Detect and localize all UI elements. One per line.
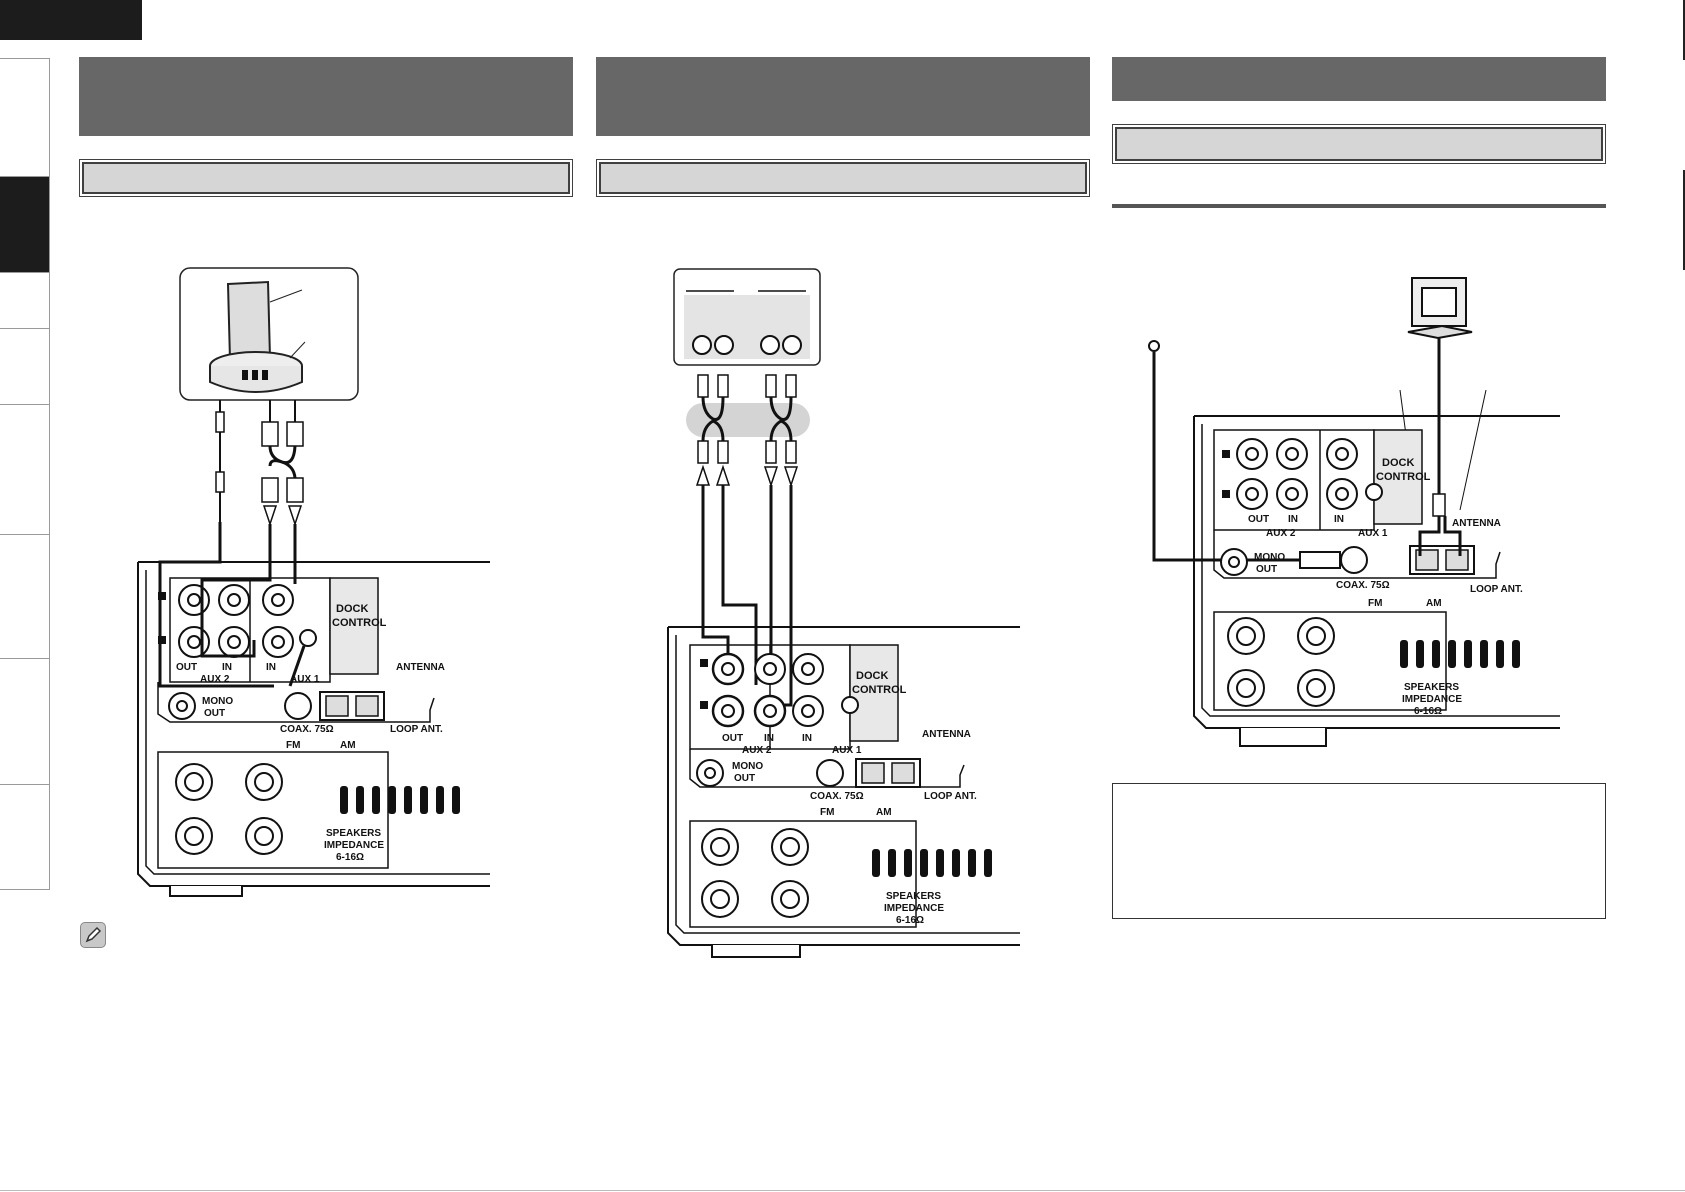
side-nav-tab-4[interactable]	[0, 329, 49, 405]
right-edge-tick-1	[1683, 0, 1685, 60]
column-3-subheader	[1112, 124, 1606, 164]
right-edge-tick-2	[1683, 170, 1685, 270]
receiver-rear-panel-2: OUT IN IN AUX 2 AUX 1 DOCK CONTROL ANTEN…	[667, 626, 1020, 958]
label-ohm-3: 6-16Ω	[1414, 706, 1442, 717]
ipod-dock-icon	[209, 280, 306, 393]
label-loopant-2: LOOP ANT.	[924, 791, 977, 802]
label-loopant-1: LOOP ANT.	[390, 724, 443, 735]
label-monoout-3: OUT	[1256, 564, 1277, 575]
side-nav-tab-8[interactable]	[0, 785, 49, 891]
label-dock-1: DOCK	[336, 603, 368, 615]
label-impedance-1: IMPEDANCE	[324, 840, 384, 851]
receiver-rear-panel-3: OUT IN IN AUX 2 AUX 1 DOCK CONTROL ANTEN…	[1193, 415, 1560, 747]
column-2-subheader	[596, 159, 1090, 197]
label-in-2a: IN	[764, 733, 774, 744]
figure-antenna-connection: OUT IN IN AUX 2 AUX 1 DOCK CONTROL ANTEN…	[1148, 277, 1560, 747]
label-in-3a: IN	[1288, 514, 1298, 525]
label-am-2: AM	[876, 807, 892, 818]
label-ohm-2: 6-16Ω	[896, 915, 924, 926]
label-impedance-3: IMPEDANCE	[1402, 694, 1462, 705]
figure-dock-connection: OUT IN IN AUX 2 AUX 1 DOCK CONTROL ANTEN…	[137, 267, 490, 897]
side-navigation	[0, 58, 50, 890]
column-2-header	[596, 57, 1090, 136]
label-impedance-2: IMPEDANCE	[884, 903, 944, 914]
pencil-icon	[80, 922, 106, 948]
fm-antenna-icon	[1148, 340, 1341, 569]
label-am-1: AM	[340, 740, 356, 751]
label-am-3: AM	[1426, 598, 1442, 609]
label-speakers-1: SPEAKERS	[326, 828, 381, 839]
label-control-3: CONTROL	[1376, 471, 1431, 483]
label-monoout-1: OUT	[204, 708, 225, 719]
column-1-subheader	[79, 159, 573, 197]
label-speakers-2: SPEAKERS	[886, 891, 941, 902]
figure-external-device-connection: OUT IN IN AUX 2 AUX 1 DOCK CONTROL ANTEN…	[667, 268, 1020, 958]
label-control-2: CONTROL	[852, 684, 907, 696]
side-nav-tab-6[interactable]	[0, 535, 49, 659]
label-in-1b: IN	[266, 662, 276, 673]
label-mono-2: MONO	[732, 761, 763, 772]
label-mono-3: MONO	[1254, 552, 1285, 563]
label-antenna-1: ANTENNA	[396, 662, 445, 673]
top-tab-marker	[0, 0, 142, 40]
label-coax-1: COAX. 75Ω	[280, 724, 334, 735]
label-loopant-3: LOOP ANT.	[1470, 584, 1523, 595]
label-out-3: OUT	[1248, 514, 1269, 525]
label-aux2-2: AUX 2	[742, 745, 772, 756]
label-aux2-1: AUX 2	[200, 674, 230, 685]
label-in-1a: IN	[222, 662, 232, 673]
column-1-header	[79, 57, 573, 136]
label-aux2-3: AUX 2	[1266, 528, 1296, 539]
side-nav-tab-1[interactable]	[0, 59, 49, 177]
label-mono-1: MONO	[202, 696, 233, 707]
label-in-2b: IN	[802, 733, 812, 744]
label-antenna-2: ANTENNA	[922, 729, 971, 740]
label-control-1: CONTROL	[332, 617, 387, 629]
label-speakers-3: SPEAKERS	[1404, 682, 1459, 693]
receiver-rear-panel-1: OUT IN IN AUX 2 AUX 1 DOCK CONTROL ANTEN…	[137, 561, 490, 897]
label-coax-3: COAX. 75Ω	[1336, 580, 1390, 591]
label-aux1-3: AUX 1	[1358, 528, 1388, 539]
column-3-rule	[1112, 204, 1606, 208]
side-nav-tab-5[interactable]	[0, 405, 49, 535]
label-dock-2: DOCK	[856, 670, 888, 682]
label-aux1-1: AUX 1	[290, 674, 320, 685]
label-fm-3: FM	[1368, 598, 1382, 609]
label-monoout-2: OUT	[734, 773, 755, 784]
label-fm-2: FM	[820, 807, 834, 818]
bottom-line	[0, 1190, 1685, 1191]
label-coax-2: COAX. 75Ω	[810, 791, 864, 802]
side-nav-tab-3[interactable]	[0, 273, 49, 329]
label-in-3b: IN	[1334, 514, 1344, 525]
side-nav-tab-2-active[interactable]	[0, 177, 49, 273]
label-out-2: OUT	[722, 733, 743, 744]
label-aux1-2: AUX 1	[832, 745, 862, 756]
label-antenna-3: ANTENNA	[1452, 518, 1501, 529]
side-nav-tab-7[interactable]	[0, 659, 49, 785]
label-ohm-1: 6-16Ω	[336, 852, 364, 863]
label-out-1: OUT	[176, 662, 197, 673]
column-3-header	[1112, 57, 1606, 101]
note-box	[1112, 783, 1606, 919]
label-dock-3: DOCK	[1382, 457, 1414, 469]
label-fm-1: FM	[286, 740, 300, 751]
